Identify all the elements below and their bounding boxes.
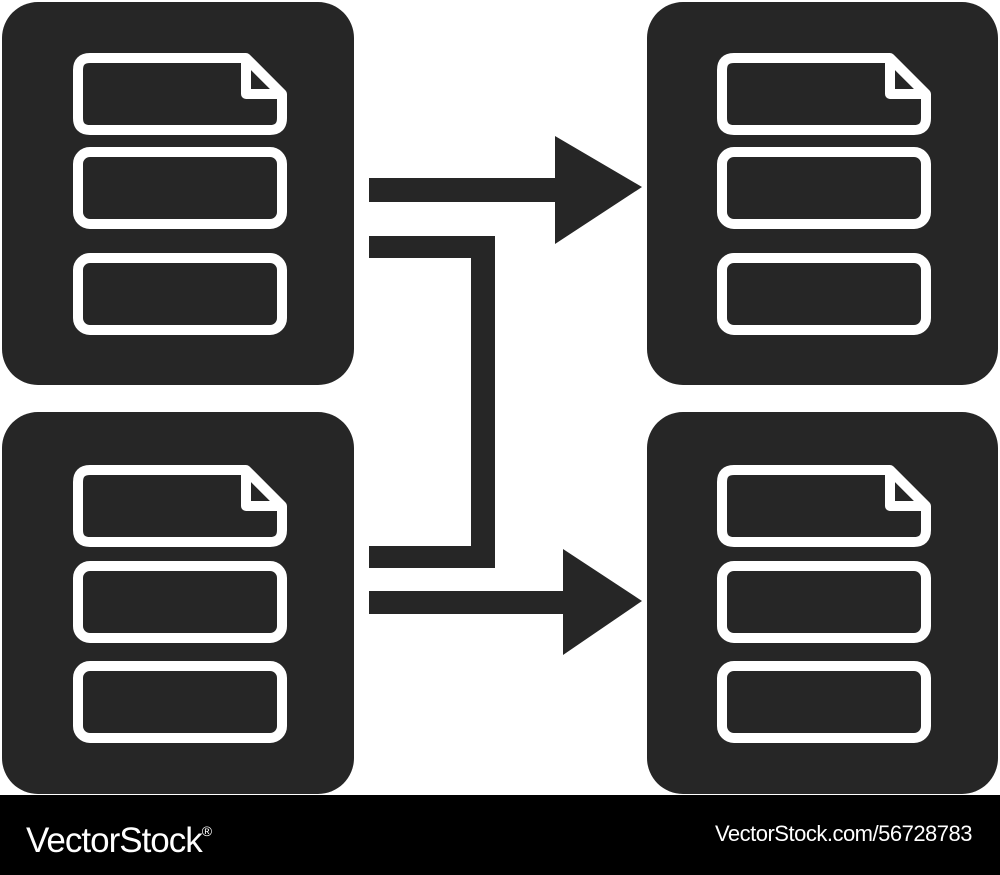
drive-with-file-icon <box>717 53 931 135</box>
target-server-bottom-icon <box>717 465 931 743</box>
elbow-connector-icon <box>369 236 495 568</box>
drive-icon <box>717 147 931 229</box>
drive-with-file-icon <box>73 53 287 135</box>
image-id: VectorStock.com/56728783 <box>714 821 973 846</box>
source-server-bottom-icon <box>73 465 287 743</box>
database-replication-icon <box>2 2 998 794</box>
drive-with-file-icon <box>717 465 931 547</box>
drive-icon <box>73 561 287 643</box>
source-server-top-icon <box>73 53 287 335</box>
watermark-footer: VectorStock® VectorStock.com/56728783 <box>0 795 1000 875</box>
drive-icon <box>717 253 931 335</box>
drive-icon <box>73 253 287 335</box>
target-server-top-icon <box>717 53 931 335</box>
drive-icon <box>73 147 287 229</box>
drive-icon <box>717 561 931 643</box>
registered-mark: ® <box>201 823 212 839</box>
brand-text: VectorStock <box>26 821 203 860</box>
vectorstock-logo: VectorStock® <box>26 811 212 861</box>
drive-icon <box>717 661 931 743</box>
arrow-right-icon <box>369 549 642 655</box>
arrow-right-icon <box>369 136 642 244</box>
drive-icon <box>73 661 287 743</box>
drive-with-file-icon <box>73 465 287 547</box>
